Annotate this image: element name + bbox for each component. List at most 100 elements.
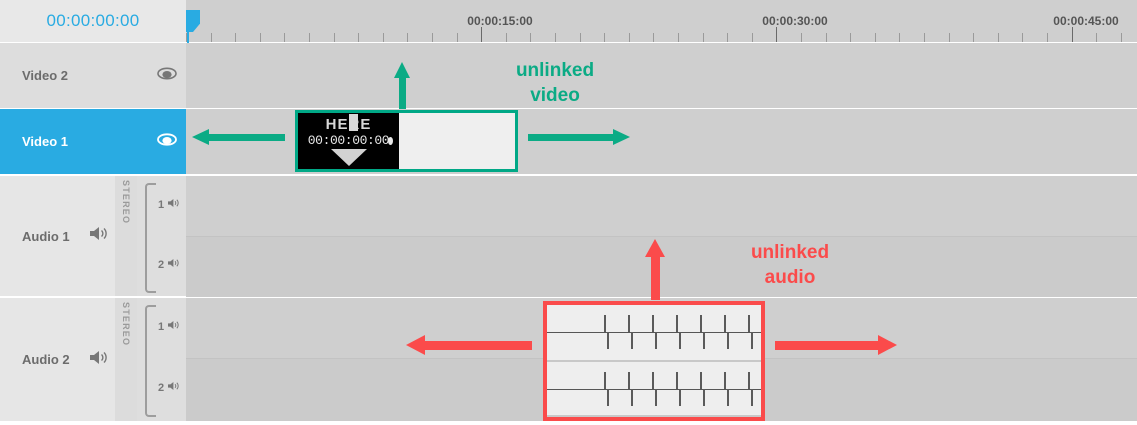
- track-header-video2[interactable]: Video 2: [0, 43, 186, 108]
- ruler-tick: [383, 33, 384, 42]
- waveform-spike: [655, 332, 657, 349]
- track-name-label: Video 1: [22, 134, 69, 149]
- time-ruler[interactable]: 00:00:15:00 00:00:30:00 00:00:45:00: [186, 0, 1137, 42]
- ruler-tick: [850, 33, 851, 42]
- thumbnail-down-triangle-icon: [331, 149, 367, 166]
- stereo-label-audio2: STEREO: [115, 298, 137, 421]
- ruler-tick: [629, 33, 630, 42]
- waveform-spike: [604, 315, 606, 332]
- ruler-tick: [973, 33, 974, 42]
- waveform-spike: [607, 332, 609, 349]
- track-name-label: Audio 2: [22, 352, 70, 367]
- ruler-tick: [358, 33, 359, 42]
- speaker-icon[interactable]: [88, 226, 110, 247]
- ruler-tick: [776, 27, 777, 42]
- waveform-spike: [679, 389, 681, 406]
- eye-icon[interactable]: [157, 67, 177, 85]
- channel-number: 2: [158, 258, 165, 271]
- eye-icon[interactable]: [157, 132, 177, 151]
- channel-strip-audio2: [137, 298, 161, 421]
- ruler-tick: [284, 33, 285, 42]
- ruler-tick: [530, 33, 531, 42]
- ruler-tick: [186, 33, 187, 42]
- stereo-label-audio1: STEREO: [115, 176, 137, 296]
- annotation-unlinked-video: unlinked video: [515, 60, 595, 106]
- waveform-spike: [751, 332, 753, 349]
- lane-divider: [186, 421, 1137, 425]
- channel-row-audio1-2[interactable]: 2: [158, 258, 206, 271]
- ruler-tick: [653, 33, 654, 42]
- ruler-tick: [309, 33, 310, 42]
- waveform-spike: [703, 332, 705, 349]
- ruler-label: 00:00:45:00: [1053, 14, 1119, 28]
- ruler-tick: [604, 33, 605, 42]
- waveform-spike: [700, 372, 702, 389]
- waveform-channel-1: [547, 305, 761, 359]
- video-clip[interactable]: HERE 00:00:00:00: [295, 110, 518, 172]
- header-divider: [0, 296, 186, 297]
- ruler-label: 00:00:30:00: [762, 14, 828, 28]
- thumbnail-dot-icon: [388, 137, 393, 145]
- thumbnail-timecode: 00:00:00:00: [307, 133, 390, 148]
- header-divider: [0, 108, 186, 109]
- lane-divider: [186, 297, 1137, 298]
- waveform-spike: [724, 372, 726, 389]
- audio-clip-bottom-line: [547, 415, 761, 417]
- video-clip-thumbnail: HERE 00:00:00:00: [298, 113, 399, 169]
- channel-row-audio2-2[interactable]: 2: [158, 381, 206, 394]
- waveform-spike: [631, 389, 633, 406]
- ruler-tick: [924, 33, 925, 42]
- ruler-tick: [555, 33, 556, 42]
- speaker-icon[interactable]: [88, 349, 110, 370]
- ruler-tick: [1096, 33, 1097, 42]
- waveform-spike: [703, 389, 705, 406]
- audio-channel-1: [547, 305, 761, 360]
- ruler-tick: [407, 33, 408, 42]
- waveform-spike: [679, 332, 681, 349]
- lane-divider: [186, 108, 1137, 109]
- waveform-spike: [631, 332, 633, 349]
- audio-channel-2: [547, 362, 761, 414]
- waveform-spike: [628, 372, 630, 389]
- annotation-unlinked-audio: unlinked audio: [750, 242, 830, 288]
- ruler-tick: [580, 33, 581, 42]
- lane-audio1-ch1[interactable]: [186, 176, 1137, 236]
- waveform-spike: [652, 315, 654, 332]
- speaker-icon[interactable]: [167, 258, 180, 271]
- thumbnail-cursor-bar: [349, 114, 358, 131]
- thumbnail-title: HERE: [298, 116, 399, 133]
- waveform-spike: [607, 389, 609, 406]
- speaker-icon[interactable]: [167, 320, 180, 333]
- channel-number: 1: [158, 320, 165, 333]
- ruler-tick: [457, 33, 458, 42]
- ruler-tick: [875, 33, 876, 42]
- track-header-video1[interactable]: Video 1: [0, 109, 186, 174]
- channel-number: 1: [158, 198, 165, 211]
- speaker-icon[interactable]: [167, 198, 180, 211]
- channel-number: 2: [158, 381, 165, 394]
- channel-row-audio2-1[interactable]: 1: [158, 320, 206, 333]
- playhead-handle[interactable]: [186, 10, 200, 32]
- channel-row-audio1-1[interactable]: 1: [158, 198, 206, 211]
- ruler-tick: [678, 33, 679, 42]
- timecode-value: 00:00:00:00: [46, 11, 140, 30]
- stereo-text: STEREO: [121, 302, 131, 347]
- ruler-tick: [481, 27, 482, 42]
- ruler-tick: [1047, 33, 1048, 42]
- waveform-spike: [751, 389, 753, 406]
- track-name-label: Audio 1: [22, 228, 70, 244]
- speaker-icon[interactable]: [167, 381, 180, 394]
- waveform-spike: [628, 315, 630, 332]
- waveform-spike: [655, 389, 657, 406]
- lane-video2[interactable]: [186, 43, 1137, 108]
- ruler-tick: [752, 33, 753, 42]
- timecode-display[interactable]: 00:00:00:00: [0, 0, 186, 42]
- ruler-tick: [506, 33, 507, 42]
- audio-channel-divider: [547, 360, 761, 362]
- waveform-spike: [727, 332, 729, 349]
- ruler-label: 00:00:15:00: [467, 14, 533, 28]
- channel-strip-audio2-b: [161, 298, 186, 421]
- audio-clip[interactable]: [543, 301, 765, 421]
- waveform-spike: [652, 372, 654, 389]
